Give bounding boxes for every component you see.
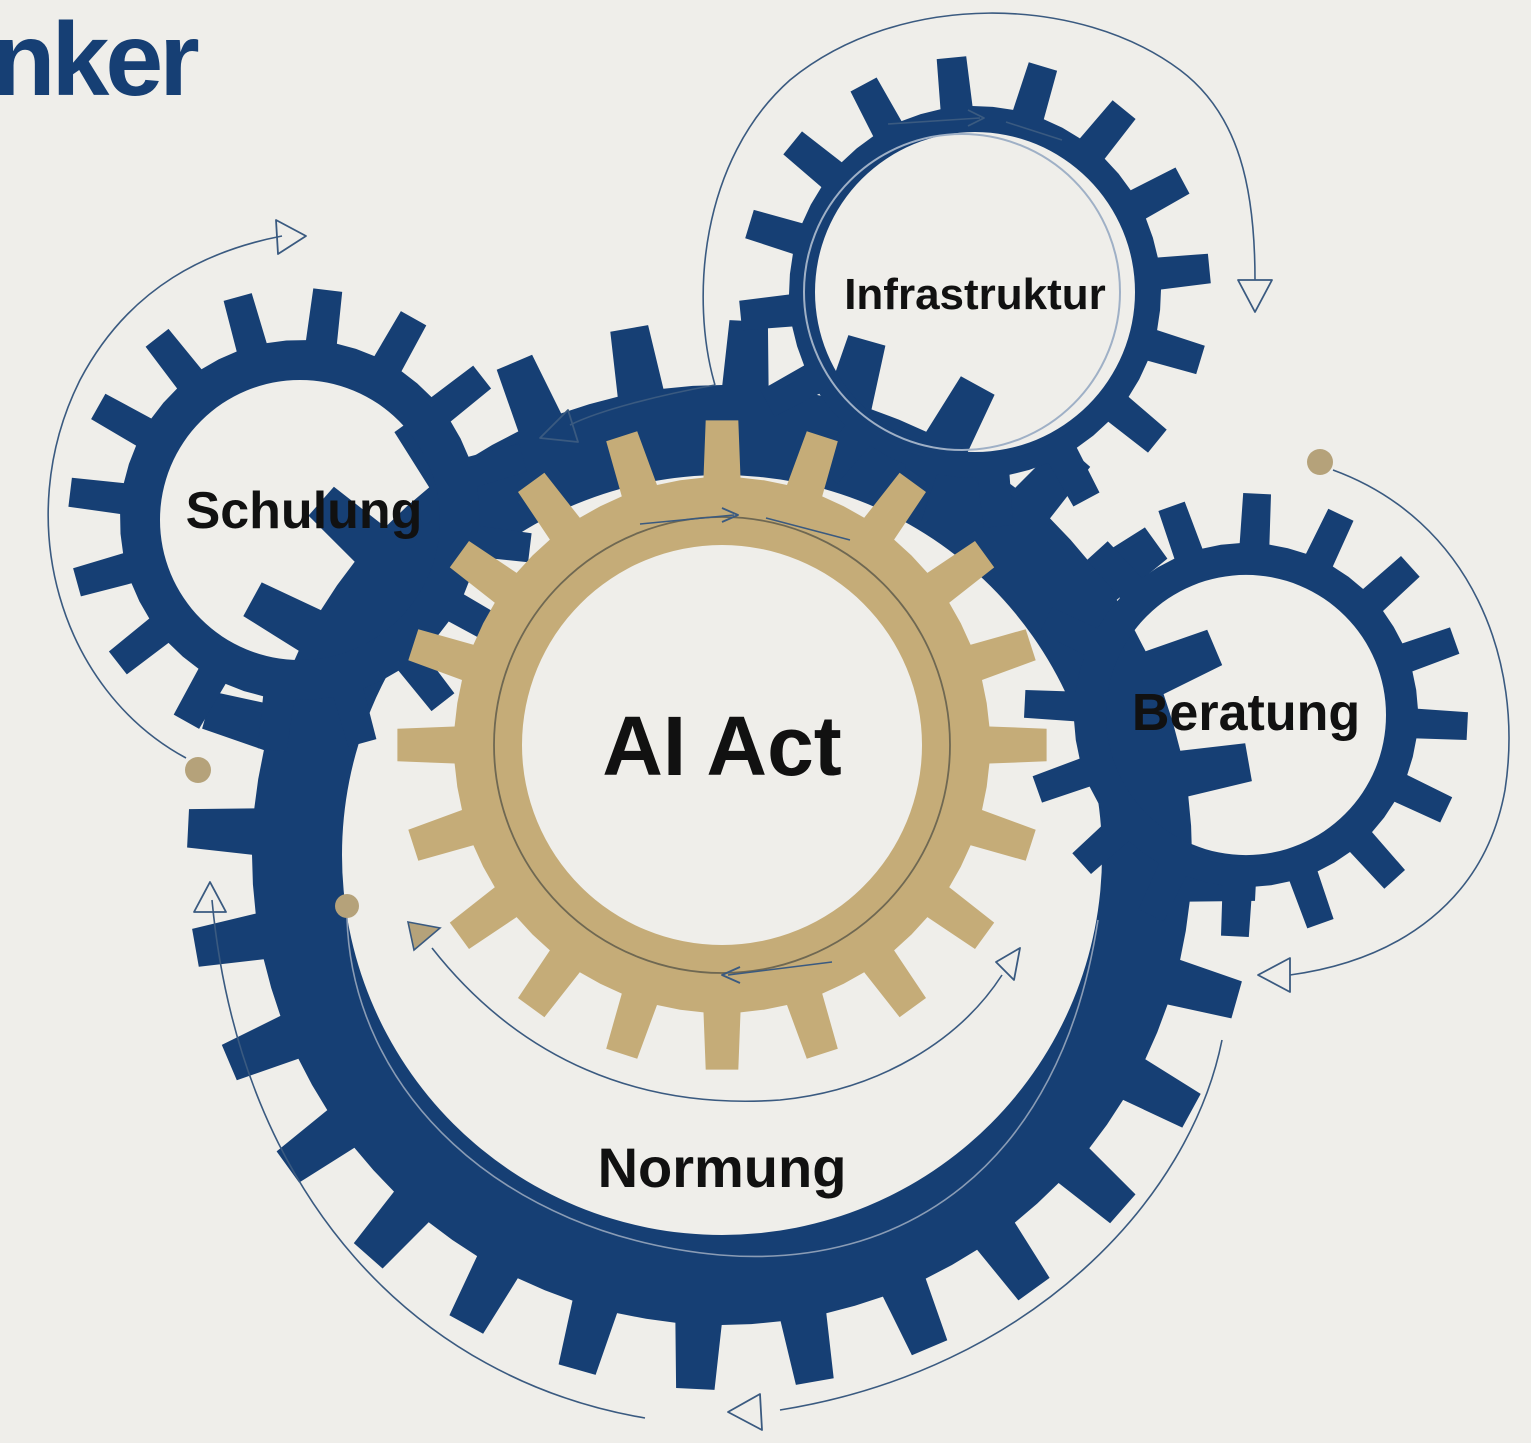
- infrastruktur-ring-segment: [1005, 121, 1063, 141]
- cycle-arrow-schulung-head-icon: [275, 219, 307, 255]
- ai-act-ring-arrow-top: [639, 514, 735, 525]
- cycle-arrow-schulung: [47, 235, 283, 759]
- gear-infrastruktur-label: Infrastruktur: [844, 270, 1106, 319]
- ai-act-ring-arrow-top-head-icon: [721, 507, 739, 523]
- ai-act-ring-arrow-bottom: [727, 961, 833, 976]
- cycle-arrow-beratung-head-icon: [1257, 957, 1291, 993]
- cycle-anchor-schulung-icon: [185, 757, 211, 783]
- gear-ai-act-label: AI Act: [602, 699, 842, 793]
- gear-infrastruktur-inner-ring: [803, 133, 1121, 451]
- gear-infrastruktur: [739, 56, 1211, 528]
- infrastruktur-ring-arrow-head-icon: [967, 109, 985, 127]
- cycle-arrow-ai-act-bottom: [431, 947, 1003, 1103]
- normung-inner-arc: [346, 917, 1099, 1258]
- gear-normung-label: Normung: [598, 1136, 847, 1199]
- cycle-arrow-ai-act-bottom-right-head-icon: [995, 947, 1021, 981]
- cycle-anchor-beratung-icon: [1307, 449, 1333, 475]
- ai-act-ring-arrow-bottom-head-icon: [721, 966, 741, 984]
- gear-ai-act: [397, 420, 1047, 1070]
- gear-beratung-label: Beratung: [1132, 684, 1360, 742]
- infrastruktur-ring-arrow: [887, 117, 981, 125]
- ai-act-ring-segment-top: [765, 517, 851, 541]
- gear-beratung: [1024, 493, 1468, 937]
- cycle-arrow-normung-left: [211, 899, 646, 1419]
- cycle-anchor-normung-icon: [335, 894, 359, 918]
- cycle-arrow-to-ai-act-head-icon: [539, 409, 579, 443]
- gear-beratung-shape: [1024, 493, 1468, 937]
- cycle-arrows: [47, 12, 1510, 1431]
- gear-schulung-shape: [68, 288, 532, 752]
- gear-ai-act-inner-ring: [493, 516, 951, 974]
- cycle-arrow-ai-act-bottom-left-head-icon: [406, 920, 442, 952]
- cycle-arrow-beratung: [1289, 469, 1510, 976]
- gear-schulung-label: Schulung: [186, 482, 423, 540]
- inner-ring-arrows: [639, 109, 1063, 984]
- gear-ai-act-shape: [397, 420, 1047, 1070]
- cycle-arrow-normung-right: [779, 1039, 1223, 1411]
- cycle-arrow-infrastruktur: [702, 12, 1256, 386]
- cycle-arrow-infrastruktur-head-icon: [1237, 279, 1273, 313]
- cycle-arrow-normung-right-head-icon: [727, 1393, 763, 1431]
- gear-schulung: [68, 288, 532, 752]
- page-heading: nker: [0, 2, 200, 118]
- cycle-arrow-to-ai-act: [569, 384, 716, 426]
- cycle-arrow-normung-left-head-icon: [193, 881, 227, 913]
